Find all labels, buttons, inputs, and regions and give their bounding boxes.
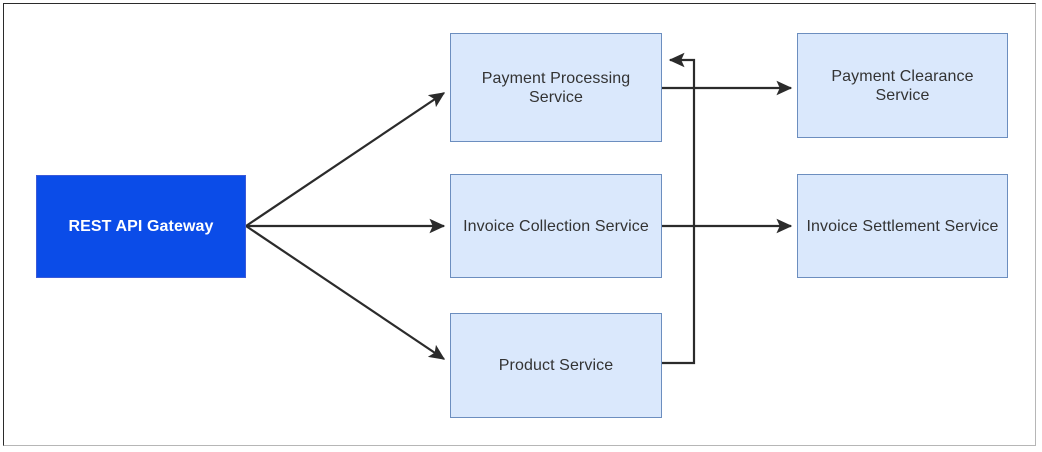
node-invoice-collection-service[interactable]: Invoice Collection Service xyxy=(450,174,662,278)
node-invoice-settlement-service[interactable]: Invoice Settlement Service xyxy=(797,174,1008,278)
node-product-service[interactable]: Product Service xyxy=(450,313,662,418)
node-payment-processing-service[interactable]: Payment Processing Service xyxy=(450,33,662,142)
node-label-product-service: Product Service xyxy=(498,357,614,374)
node-label-invoice-settlement-service: Invoice Settlement Service xyxy=(806,217,999,235)
node-label-payment-clearance-service: Payment Clearance Service xyxy=(831,67,974,104)
node-payment-clearance-service[interactable]: Payment Clearance Service xyxy=(797,33,1008,138)
node-label-invoice-collection-service: Invoice Collection Service xyxy=(463,217,649,235)
edge-gateway-to-payment-processing xyxy=(245,92,446,227)
node-label-payment-processing-service: Payment Processing Service xyxy=(481,69,631,106)
node-rest-api-gateway[interactable]: REST API Gateway xyxy=(36,175,246,278)
node-label-rest-api-gateway: REST API Gateway xyxy=(68,218,214,235)
edge-gateway-to-product-service xyxy=(245,225,446,360)
edge-product-service-to-payment-processing xyxy=(662,52,696,365)
